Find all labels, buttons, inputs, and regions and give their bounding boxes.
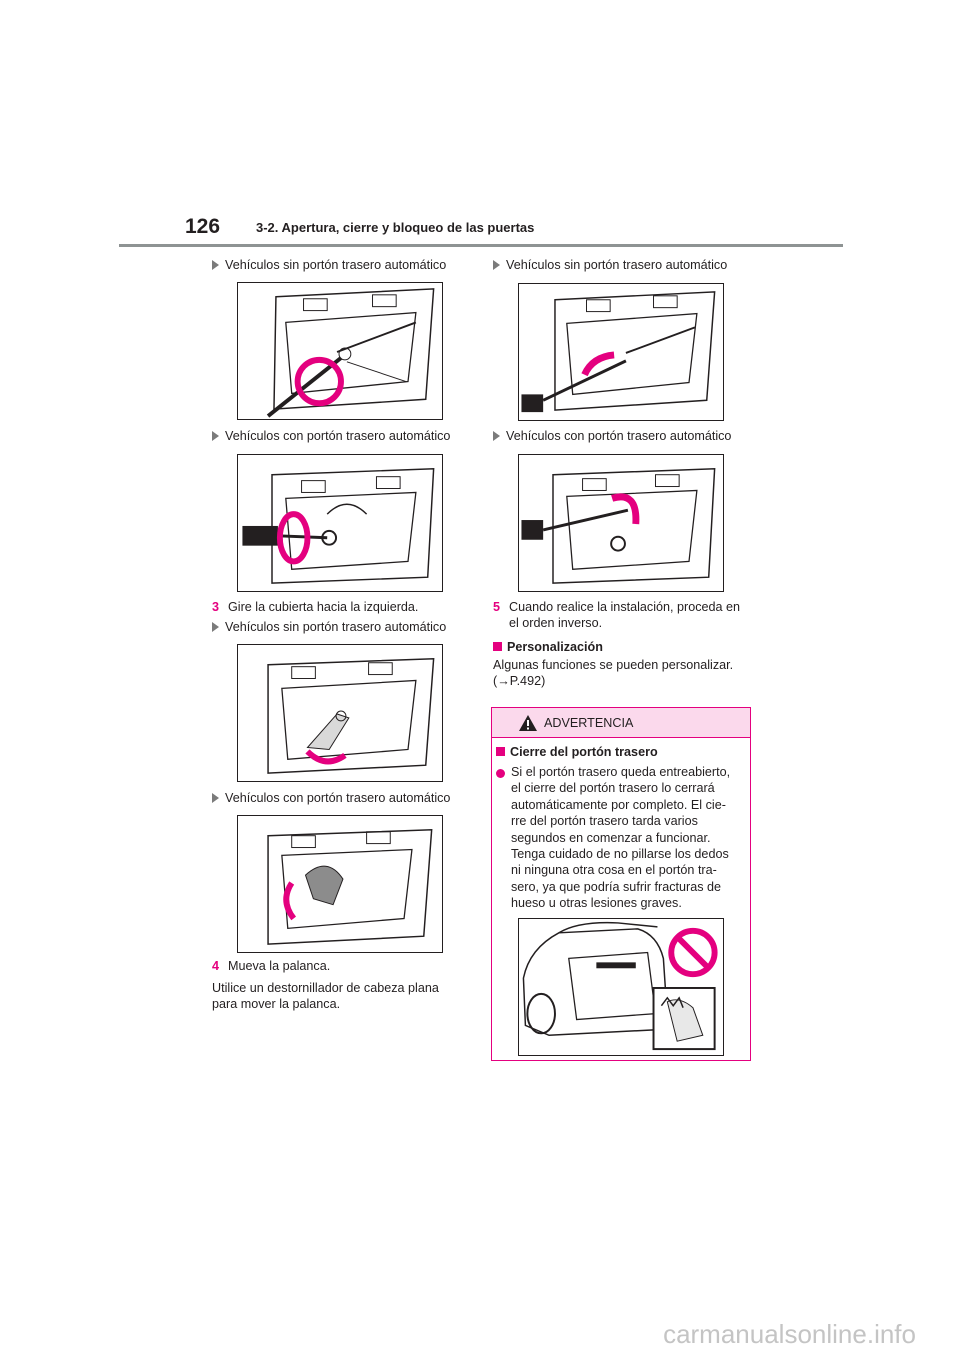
warning-title: ADVERTENCIA [544, 716, 634, 730]
section-title: 3-2. Apertura, cierre y bloqueo de las p… [256, 220, 535, 235]
square-bullet-icon [496, 747, 505, 756]
warning-header: ADVERTENCIA [492, 708, 750, 738]
lever-auto-illustration [267, 829, 433, 945]
warning-subtitle: Cierre del portón trasero [496, 744, 658, 760]
square-bullet-icon [493, 642, 502, 651]
lever-note: Utilice un destornillador de cabeza plan… [212, 981, 439, 1011]
triangle-bullet-icon [212, 260, 219, 270]
caption-left-1: Vehículos sin portón trasero automático [212, 258, 446, 272]
caption-right-1: Vehículos sin portón trasero automático [493, 258, 727, 272]
page-number: 126 [185, 215, 221, 238]
figure-install-auto [518, 454, 724, 592]
lever-manual-illustration [267, 658, 435, 774]
triangle-bullet-icon [493, 260, 500, 270]
figure-lever-auto [237, 815, 443, 953]
header-rule [119, 244, 843, 247]
customization-text: Algunas funciones se pueden personalizar… [493, 658, 734, 688]
warning-triangle-icon [519, 715, 537, 731]
triangle-bullet-icon [212, 431, 219, 441]
figure-tailgate-warning [518, 918, 724, 1056]
figure-remove-cover-auto [237, 454, 443, 592]
install-manual-illustration [521, 291, 716, 413]
caption-left-4: Vehículos con portón trasero automático [212, 791, 450, 805]
cover-screwdriver-illustration [266, 288, 435, 418]
warning-box: ADVERTENCIA Cierre del portón trasero Si… [491, 707, 751, 1061]
caption-left-2: Vehículos con portón trasero automático [212, 429, 450, 443]
page-reference-link[interactable]: (→P.492) [493, 674, 546, 688]
customization-heading: Personalización [493, 639, 603, 655]
cover-auto-illustration [242, 468, 435, 584]
triangle-bullet-icon [212, 622, 219, 632]
warning-text: Si el portón trasero queda entreabierto,… [511, 765, 731, 911]
figure-lever-manual [237, 644, 443, 782]
triangle-bullet-icon [212, 793, 219, 803]
round-bullet-icon [496, 769, 505, 778]
figure-install-manual [518, 283, 724, 421]
tailgate-pinch-illustration [522, 921, 718, 1051]
caption-right-2: Vehículos con portón trasero automático [493, 429, 731, 443]
figure-remove-cover-screwdriver [237, 282, 443, 420]
triangle-bullet-icon [493, 431, 500, 441]
watermark: carmanualsonline.info [663, 1319, 916, 1349]
caption-left-3: Vehículos sin portón trasero automático [212, 620, 446, 634]
install-auto-illustration [521, 468, 716, 584]
